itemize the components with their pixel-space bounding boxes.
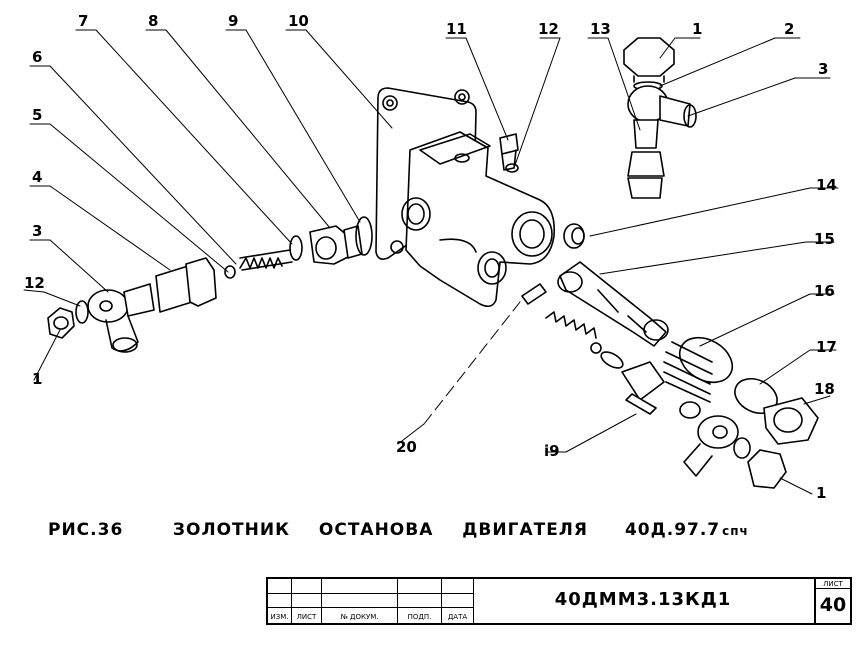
callout-17: 17 bbox=[816, 338, 837, 356]
callout-16: 16 bbox=[814, 282, 835, 300]
callout-20: 20 bbox=[396, 438, 417, 456]
stamp-col-date: ДАТА bbox=[442, 609, 474, 625]
stamp-grid-col-4 bbox=[398, 579, 442, 609]
callout-8: 8 bbox=[148, 12, 158, 30]
leader-lines bbox=[23, 29, 839, 495]
callout-9: 9 bbox=[228, 12, 238, 30]
callout-5: 5 bbox=[32, 106, 42, 124]
callout-15: 15 bbox=[814, 230, 835, 248]
callout-2: 2 bbox=[784, 20, 794, 38]
figure-code-main: 40Д.97.7 bbox=[624, 520, 721, 540]
callout-13: 13 bbox=[590, 20, 611, 38]
callout-10: 10 bbox=[288, 12, 309, 30]
figure-caption: РИС.36 ЗОЛОТНИК ОСТАНОВА ДВИГАТЕЛЯ 40Д.9… bbox=[48, 520, 749, 540]
stamp-col-docnum: № ДОКУМ. bbox=[322, 609, 398, 625]
stamp-grid-col-5 bbox=[442, 579, 474, 609]
stamp-col-izm: ИЗМ. bbox=[268, 609, 292, 625]
sheet-box: ЛИСТ 40 bbox=[814, 579, 850, 623]
pin-20 bbox=[521, 283, 547, 305]
stamp-col-list: ЛИСТ bbox=[292, 609, 322, 625]
sheet-label: ЛИСТ bbox=[816, 580, 850, 589]
callout-4: 4 bbox=[32, 168, 42, 186]
callout-1: 1 bbox=[692, 20, 702, 38]
document-number: 40ДММ3.13КД1 bbox=[554, 589, 732, 610]
callout-18: 18 bbox=[814, 380, 835, 398]
stamp-grid-col-3 bbox=[322, 579, 398, 609]
stamp-col-sign: ПОДП. bbox=[398, 609, 442, 625]
callout-12-left: 12 bbox=[24, 274, 45, 292]
stamp-grid-col-1 bbox=[268, 579, 292, 609]
callout-3: 3 bbox=[818, 60, 828, 78]
stamp-row-line-1 bbox=[268, 593, 474, 594]
stamp-row-line-2 bbox=[268, 607, 474, 608]
title-block: ИЗМ. ЛИСТ № ДОКУМ. ПОДП. ДАТА 40ДММ3.13К… bbox=[266, 577, 852, 625]
upper-right-fitting bbox=[623, 37, 697, 199]
figure-number: РИС.36 bbox=[48, 520, 124, 540]
callout-14: 14 bbox=[816, 176, 837, 194]
valve-housing bbox=[375, 87, 556, 308]
sheet-number: 40 bbox=[819, 594, 847, 616]
bolt-11 bbox=[499, 133, 519, 173]
lower-spring-group bbox=[545, 311, 819, 489]
figure-code-suffix: спч bbox=[722, 524, 749, 538]
callout-3-left: 3 bbox=[32, 222, 42, 240]
stamp-grid-col-2 bbox=[292, 579, 322, 609]
callout-labels: 1 2 3 13 12 11 10 9 8 7 6 5 4 3 12 1 14 … bbox=[24, 12, 837, 502]
callout-1-left: 1 bbox=[32, 370, 42, 388]
callout-11: 11 bbox=[446, 20, 467, 38]
callout-1-bottom: 1 bbox=[816, 484, 826, 502]
callout-12: 12 bbox=[538, 20, 559, 38]
figure-title: ЗОЛОТНИК ОСТАНОВА ДВИГАТЕЛЯ bbox=[172, 520, 589, 540]
callout-6: 6 bbox=[32, 48, 42, 66]
callout-7: 7 bbox=[78, 12, 88, 30]
left-fitting-chain bbox=[47, 216, 373, 353]
callout-19: i9 bbox=[544, 442, 560, 460]
nut-14-and-spool-15 bbox=[557, 223, 669, 347]
